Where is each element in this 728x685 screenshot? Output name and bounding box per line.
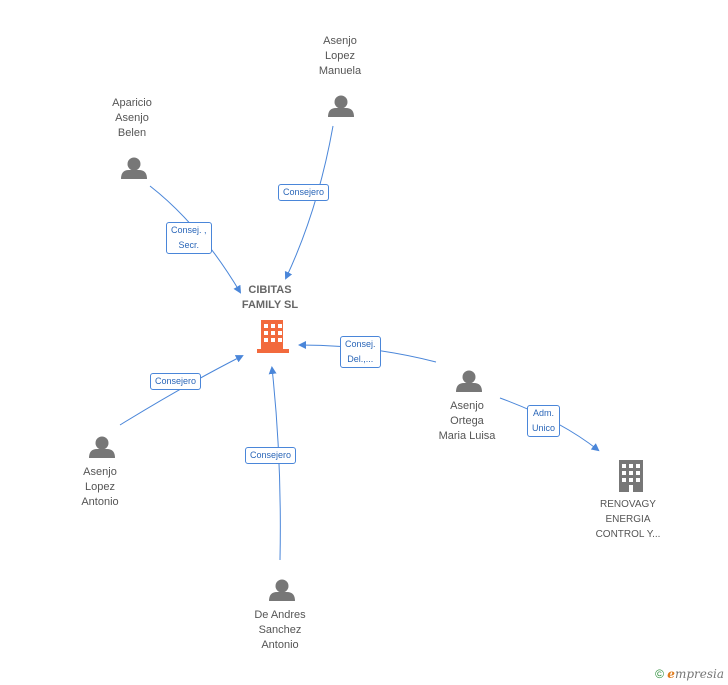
role-text: Consejero: [155, 376, 197, 386]
empresia-logo[interactable]: empresia: [667, 667, 724, 681]
name-part: Ortega: [450, 415, 484, 427]
name-part: Belen: [117, 127, 147, 139]
edge-antonio: [119, 355, 244, 426]
person-icon-manuela: [328, 95, 354, 117]
logo-text: mpresia: [674, 667, 724, 681]
role-text: Consejero: [283, 187, 325, 197]
person-icon-de-andres: [269, 579, 295, 601]
person-icon-antonio: [89, 436, 115, 458]
name-part: CONTROL Y...: [595, 529, 661, 540]
edge-label-maria-luisa[interactable]: Consej. Del.,...: [340, 336, 381, 368]
name-part: Asenjo: [450, 400, 484, 412]
name-part: Sanchez: [258, 624, 302, 636]
name-part: RENOVAGY: [600, 499, 656, 510]
role-text: Unico: [532, 423, 556, 433]
name-part: Aparicio: [112, 97, 152, 109]
edge-label-manuela[interactable]: Consejero: [278, 184, 330, 201]
person-label-antonio[interactable]: Asenjo Lopez Antonio: [56, 465, 144, 510]
logo-e: e: [667, 667, 675, 681]
edge-manuela: [284, 125, 334, 280]
name-part: Manuela: [318, 65, 362, 77]
name-part: De Andres: [254, 609, 306, 621]
name-part: Lopez: [85, 481, 115, 493]
name-part: Maria Luisa: [438, 430, 496, 442]
edge-label-belen[interactable]: Consej. , Secr.: [166, 222, 212, 254]
name-part: Asenjo: [115, 112, 149, 124]
person-icon-belen: [121, 157, 147, 179]
edge-label-antonio[interactable]: Consejero: [150, 373, 202, 390]
copyright-footer: © empresia: [655, 667, 724, 681]
company-name-line1: CIBITAS: [248, 284, 292, 296]
company-name-line2: FAMILY SL: [241, 299, 299, 311]
name-part: Antonio: [261, 639, 299, 651]
role-text: Consejero: [250, 450, 292, 460]
role-text: Consej. ,: [171, 225, 207, 235]
role-text: Adm.: [533, 408, 555, 418]
name-part: Asenjo: [323, 35, 357, 47]
person-label-belen[interactable]: Aparicio Asenjo Belen: [88, 96, 176, 141]
edge-label-adm-unico[interactable]: Adm. Unico: [527, 405, 561, 437]
role-text: Del.,...: [347, 354, 374, 364]
name-part: ENERGIA: [605, 514, 651, 525]
edge-de-andres: [268, 366, 281, 561]
role-text: Secr.: [178, 240, 200, 250]
edge-label-de-andres[interactable]: Consejero: [245, 447, 297, 464]
name-part: Lopez: [325, 50, 355, 62]
person-label-de-andres[interactable]: De Andres Sanchez Antonio: [232, 608, 328, 653]
company-label-renovagy[interactable]: RENOVAGY ENERGIA CONTROL Y...: [580, 497, 676, 542]
person-label-manuela[interactable]: Asenjo Lopez Manuela: [296, 34, 384, 79]
person-label-maria-luisa[interactable]: Asenjo Ortega Maria Luisa: [422, 399, 512, 444]
copyright-icon: ©: [655, 667, 664, 681]
name-part: Antonio: [81, 496, 119, 508]
person-icon-maria-luisa: [456, 370, 482, 392]
company-label-cibitas[interactable]: CIBITAS FAMILY SL: [228, 283, 312, 313]
name-part: Asenjo: [83, 466, 117, 478]
role-text: Consej.: [345, 339, 376, 349]
